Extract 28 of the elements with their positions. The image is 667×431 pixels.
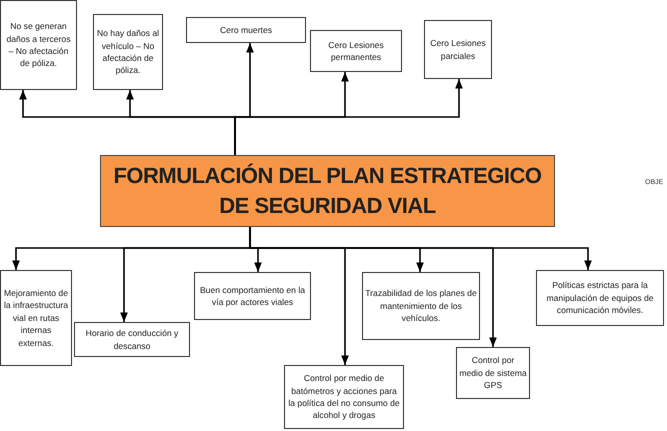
box-text: Control por medio de batómetros y acciones para la política del no consumo de alcohol y drogas: [287, 372, 401, 422]
process-box: [424, 20, 492, 79]
box-text: Políticas estrictas para la manipulación de equipos de comunicación móviles.: [545, 279, 655, 317]
box-text: Control por medio de sistema GPS: [459, 354, 527, 392]
box-text: Trazabilidad de los planes de mantenimiento de los vehículos.: [365, 287, 477, 325]
box-text: Mejoramiento de la infraestructura vial en rutas internas externas.: [3, 286, 69, 350]
box-text: Cero Lesiones permanentes: [327, 38, 385, 64]
process-box: [93, 14, 163, 90]
box-text: Horario de conducción y descanso: [84, 327, 180, 352]
box-text: No hay daños al vehículo – No afectación de póliza.: [96, 27, 160, 77]
title-box: [100, 155, 555, 227]
process-box: [74, 322, 190, 357]
box-text: Cero Lesiones parciales: [429, 37, 487, 62]
box-text: No se generan daños a terceros – No afectación de póliza.: [5, 20, 72, 70]
process-box: [536, 270, 664, 326]
process-box: [186, 17, 306, 43]
process-box: [456, 347, 530, 399]
arrow: [249, 227, 592, 270]
box-text: Buen comportamiento en la vía por actores viales: [198, 284, 306, 308]
process-box: [194, 272, 311, 320]
process-box: [284, 365, 404, 429]
process-box: [310, 30, 402, 72]
process-box: [0, 0, 77, 90]
process-box: [0, 270, 72, 366]
arrow: [234, 79, 463, 155]
box-text: FORMULACIÓN DEL PLAN ESTRATEGICO DE SEGURIDAD VIAL: [112, 162, 543, 220]
process-box: [362, 272, 480, 340]
box-text: Cero muertes: [220, 24, 272, 36]
